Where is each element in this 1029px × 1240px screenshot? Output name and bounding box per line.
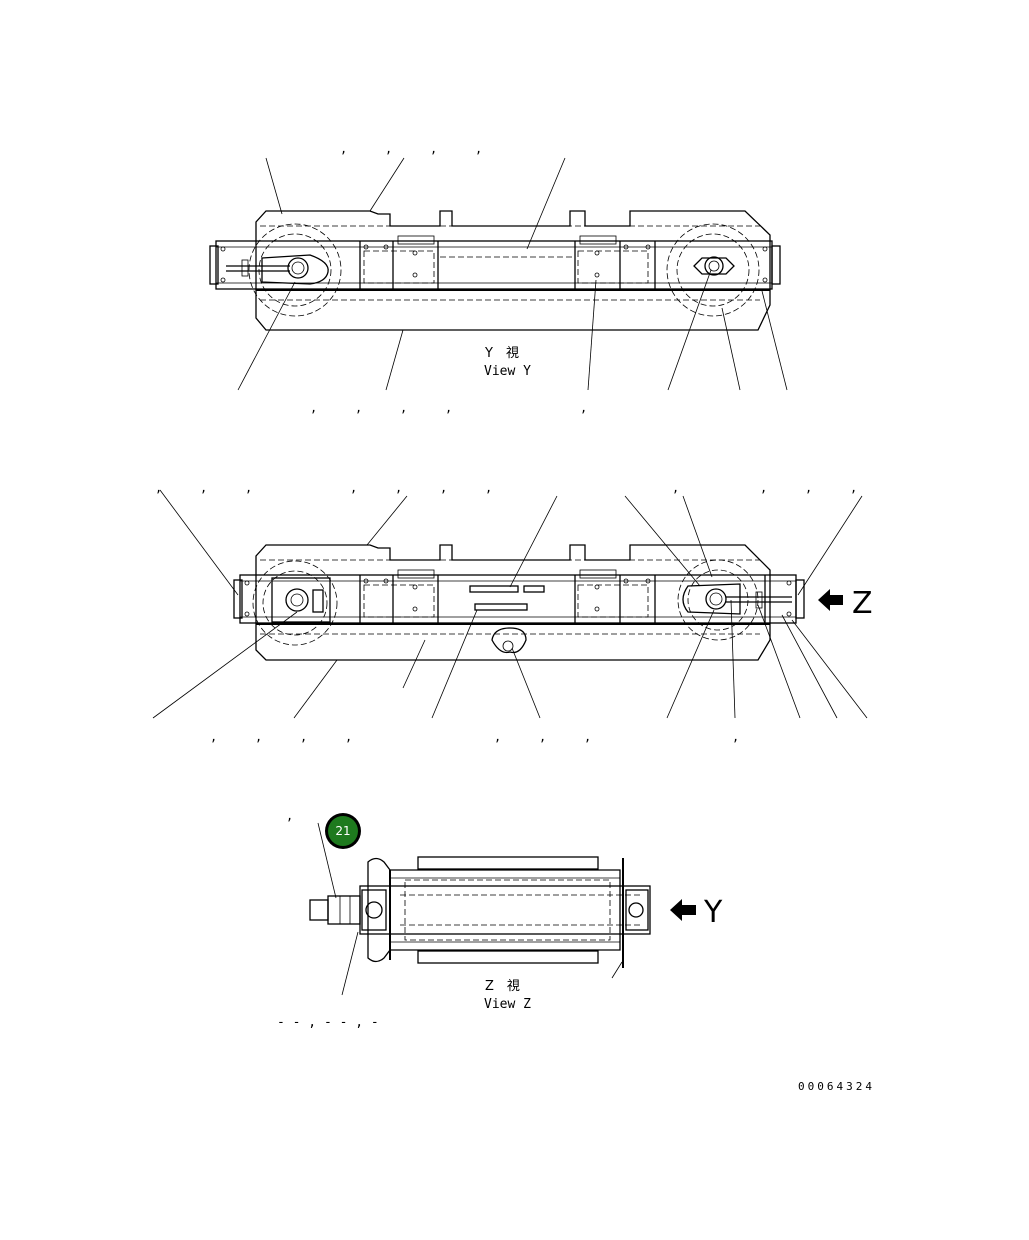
side-assembly: ,, ,, ,, ,, ,, , ,, ,, ,, ,, Z — [152, 481, 873, 744]
svg-text:,: , — [400, 401, 407, 415]
svg-text:,: , — [539, 730, 546, 744]
badge-number: 21 — [335, 824, 350, 838]
svg-text:,: , — [445, 401, 452, 415]
view-y-label-en: View Y — [484, 364, 531, 379]
svg-text:,: , — [286, 809, 293, 823]
svg-text:,: , — [440, 481, 447, 495]
svg-text:,: , — [310, 401, 317, 415]
svg-text:,: , — [245, 481, 252, 495]
svg-text:,: , — [210, 730, 217, 744]
svg-text:,: , — [255, 730, 262, 744]
view-y-label-jp: Y 視 — [484, 346, 519, 361]
view-y-assembly: ,, ,, ,, ,, , Y 視 View Y — [209, 142, 788, 415]
callout-badge-21[interactable]: 21 — [325, 813, 361, 849]
arrow-y-letter: Y — [703, 895, 723, 930]
svg-text:,: , — [805, 481, 812, 495]
arrow-left-icon — [818, 589, 843, 611]
svg-text:,: , — [475, 142, 482, 156]
svg-text:,: , — [385, 142, 392, 156]
svg-text:,: , — [345, 730, 352, 744]
svg-text:,: , — [395, 481, 402, 495]
svg-text:,: , — [732, 730, 739, 744]
svg-text:,: , — [430, 142, 437, 156]
svg-text:,: , — [485, 481, 492, 495]
sheet-code: - - , - - , - — [277, 1015, 379, 1030]
svg-text:,: , — [584, 730, 591, 744]
svg-text:,: , — [760, 481, 767, 495]
svg-text:,: , — [580, 401, 587, 415]
arrow-left-icon — [670, 899, 696, 921]
arrow-z-letter: Z — [852, 586, 873, 621]
svg-text:,: , — [155, 481, 162, 495]
badge-fill — [328, 816, 358, 846]
svg-text:,: , — [850, 481, 857, 495]
view-z-label-jp: Z 視 — [485, 979, 520, 994]
svg-text:,: , — [200, 481, 207, 495]
document-number: 00064324 — [798, 1080, 875, 1093]
view-z-assembly: , 21 Y Z 視 View Z - - , - - , - — [277, 809, 723, 1030]
svg-text:,: , — [672, 481, 679, 495]
svg-text:,: , — [350, 481, 357, 495]
view-z-label-en: View Z — [484, 997, 531, 1012]
svg-text:,: , — [300, 730, 307, 744]
svg-text:,: , — [340, 142, 347, 156]
svg-text:,: , — [355, 401, 362, 415]
svg-text:,: , — [494, 730, 501, 744]
